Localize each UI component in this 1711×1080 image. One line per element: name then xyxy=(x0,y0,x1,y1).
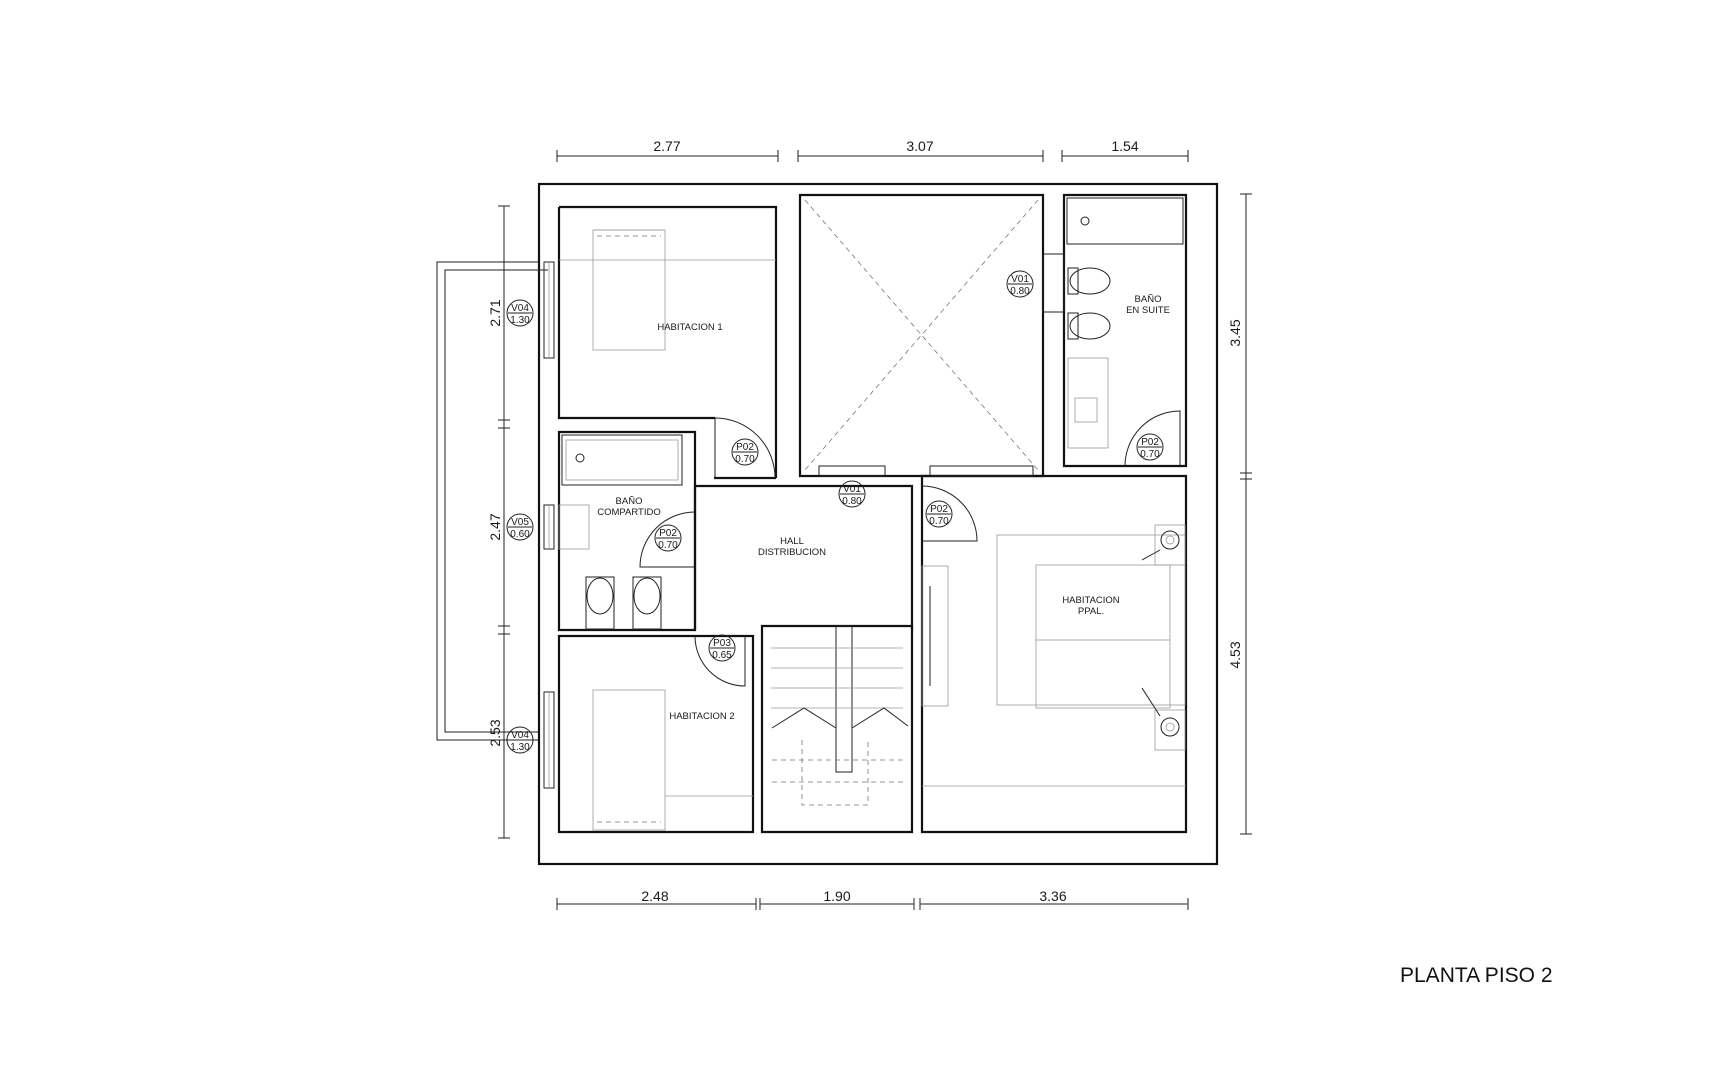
svg-text:1.30: 1.30 xyxy=(510,315,530,326)
room-label-habitacion-ppal-1: HABITACION xyxy=(1062,595,1119,606)
bathtub-suite xyxy=(1066,197,1184,245)
svg-text:P02: P02 xyxy=(736,442,754,453)
bidet-suite xyxy=(1067,267,1111,295)
dim-right-1: 3.45 xyxy=(1227,319,1243,346)
dim-top-1: 2.77 xyxy=(653,138,680,154)
bathtub-compartido xyxy=(561,434,683,486)
dim-bottom-3: 3.36 xyxy=(1039,888,1066,904)
svg-text:V05: V05 xyxy=(511,517,529,528)
door-swing-hab1 xyxy=(714,417,776,479)
staircase xyxy=(771,625,909,806)
tag-p02-hab1: P02 0.70 xyxy=(731,438,759,466)
tag-v05: V05 0.60 xyxy=(506,513,534,541)
tag-p02-ppal: P02 0.70 xyxy=(925,500,953,528)
bed-hab2 xyxy=(592,689,753,831)
dim-bottom-2: 1.90 xyxy=(823,888,850,904)
tag-p02-bano: P02 0.70 xyxy=(654,524,682,552)
room-label-habitacion-1: HABITACION 1 xyxy=(657,322,722,333)
vanity-suite xyxy=(1067,357,1109,449)
room-label-bano-compartido-2: COMPARTIDO xyxy=(597,507,661,518)
room-label-habitacion-2: HABITACION 2 xyxy=(669,711,734,722)
dim-top-3: 1.54 xyxy=(1111,138,1138,154)
room-label-habitacion-ppal-2: PPAL. xyxy=(1078,606,1104,617)
svg-text:0.70: 0.70 xyxy=(735,454,755,465)
tag-v04-bottom: V04 1.30 xyxy=(506,726,534,754)
svg-text:V04: V04 xyxy=(511,303,529,314)
tag-v01-hall: V01 0.80 xyxy=(838,480,866,508)
dim-top-2: 3.07 xyxy=(906,138,933,154)
bed-ppal xyxy=(996,534,1186,709)
dim-right-2: 4.53 xyxy=(1227,641,1243,668)
hall-walls xyxy=(693,484,914,630)
outer-wall xyxy=(537,182,1219,866)
svg-text:1.30: 1.30 xyxy=(510,742,530,753)
window-void xyxy=(818,253,1065,477)
svg-text:V01: V01 xyxy=(1011,274,1029,285)
plan-title: PLANTA PISO 2 xyxy=(1400,964,1553,987)
nightstands-ppal xyxy=(1141,524,1186,751)
dimension-left: 2.71 2.47 2.53 xyxy=(487,205,510,839)
svg-text:P02: P02 xyxy=(1141,437,1159,448)
svg-text:0.80: 0.80 xyxy=(842,496,862,507)
habitacion-ppal-walls xyxy=(920,474,1188,834)
room-label-hall-2: DISTRIBUCION xyxy=(758,547,826,558)
balcony xyxy=(436,261,548,741)
tag-p02-suite: P02 0.70 xyxy=(1136,433,1164,461)
dim-left-2: 2.47 xyxy=(487,513,503,540)
window-hab2 xyxy=(543,691,555,789)
habitacion-2-walls xyxy=(557,634,755,834)
window-bano xyxy=(543,504,555,550)
room-label-bano-suite-2: EN SUITE xyxy=(1126,305,1170,316)
svg-text:0.65: 0.65 xyxy=(712,650,732,661)
svg-text:V01: V01 xyxy=(843,484,861,495)
door-swing-hab2 xyxy=(694,635,746,687)
svg-text:P03: P03 xyxy=(713,638,731,649)
dim-left-3: 2.53 xyxy=(487,719,503,746)
toilet-compartido xyxy=(585,576,615,630)
dimension-top: 2.77 3.07 1.54 xyxy=(556,138,1189,162)
wardrobe-ppal xyxy=(921,565,1186,787)
svg-text:0.70: 0.70 xyxy=(658,540,678,551)
bano-suite-walls xyxy=(1062,193,1188,468)
svg-text:P02: P02 xyxy=(659,528,677,539)
svg-text:P02: P02 xyxy=(930,504,948,515)
svg-text:0.70: 0.70 xyxy=(929,516,949,527)
door-swing-ppal xyxy=(921,485,978,542)
tag-v04-top: V04 1.30 xyxy=(506,299,534,327)
room-label-bano-suite-1: BAÑO xyxy=(1135,294,1162,305)
dimension-bottom: 2.48 1.90 3.36 xyxy=(556,888,1189,910)
room-label-hall-1: HALL xyxy=(780,536,804,547)
dim-bottom-1: 2.48 xyxy=(641,888,668,904)
habitacion-1-walls xyxy=(557,205,778,480)
tag-p03-hab2: P03 0.65 xyxy=(708,634,736,662)
svg-text:0.70: 0.70 xyxy=(1140,449,1160,460)
door-swing-bano xyxy=(639,511,696,568)
bed-hab1 xyxy=(559,229,776,351)
tag-v01-void: V01 0.80 xyxy=(1006,270,1034,298)
svg-text:V04: V04 xyxy=(511,730,529,741)
door-swing-suite xyxy=(1124,410,1181,467)
room-label-bano-compartido-1: BAÑO xyxy=(616,496,643,507)
sink-compartido xyxy=(558,504,590,550)
stair-walls xyxy=(760,624,914,834)
svg-text:0.80: 0.80 xyxy=(1010,286,1030,297)
dim-left-1: 2.71 xyxy=(487,299,503,326)
dimension-right: 3.45 4.53 xyxy=(1227,193,1252,835)
toilet-suite xyxy=(1067,312,1111,340)
window-hab1 xyxy=(543,261,555,359)
bidet-compartido xyxy=(632,576,662,630)
void-cross xyxy=(804,199,1039,471)
svg-text:0.60: 0.60 xyxy=(510,529,530,540)
